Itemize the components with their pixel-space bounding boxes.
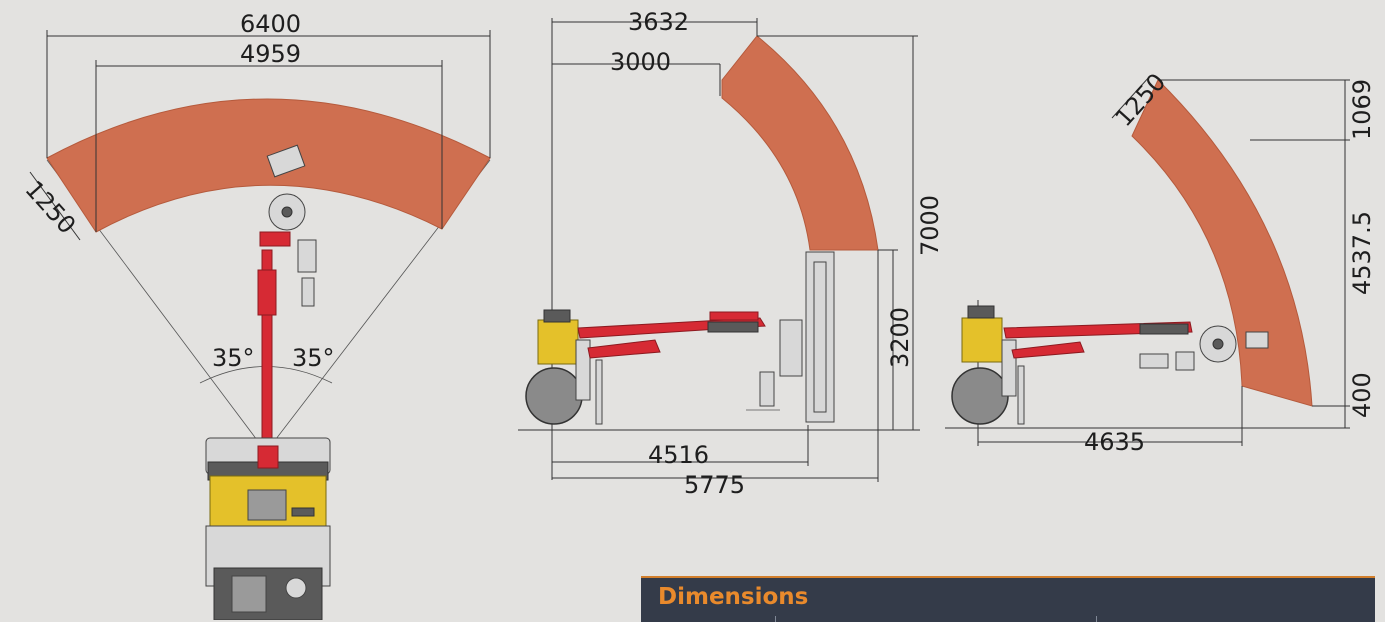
top-view-work-area xyxy=(46,98,491,233)
dim-label-7000: 7000 xyxy=(916,195,944,256)
dim-label-3200: 3200 xyxy=(886,307,914,368)
machine-body-side-view xyxy=(537,319,579,365)
angle-label-left: 35° xyxy=(212,344,255,372)
machine-body-low-view xyxy=(961,317,1003,363)
column-divider xyxy=(775,616,776,622)
column-divider xyxy=(1096,616,1097,622)
angle-label-right: 35° xyxy=(292,344,335,372)
side-view-reach: 3632 3000 7000 3200 4516 5775 xyxy=(518,8,944,499)
dim-label-4635: 4635 xyxy=(1084,428,1145,456)
gripper-head-top xyxy=(266,144,306,178)
top-view: 6400 4959 1250 35° 35° xyxy=(20,10,491,620)
side-view-low: 1250 1069 4537.5 400 4635 xyxy=(945,68,1376,456)
dimensions-title: Dimensions xyxy=(658,584,809,610)
side-view-work-area xyxy=(721,35,879,251)
dim-line-1250-right xyxy=(1111,75,1151,119)
wheel-low-view xyxy=(951,367,1009,425)
dimensions-panel-header: Dimensions xyxy=(641,576,1375,622)
dim-label-4537-5: 4537.5 xyxy=(1348,211,1376,295)
wheel-side-view xyxy=(525,367,583,425)
dim-label-5775: 5775 xyxy=(684,471,745,499)
dim-label-400: 400 xyxy=(1348,372,1376,418)
dim-label-4516: 4516 xyxy=(648,441,709,469)
dim-label-4959: 4959 xyxy=(240,40,301,68)
dim-label-3632: 3632 xyxy=(628,8,689,36)
dim-label-1069: 1069 xyxy=(1348,79,1376,140)
dim-line-1250-left xyxy=(29,171,81,241)
dim-label-3000: 3000 xyxy=(610,48,671,76)
boom-cylinder-top-view xyxy=(257,269,277,316)
fan-icon xyxy=(285,577,307,599)
low-view-work-area xyxy=(1131,79,1313,407)
dim-label-6400: 6400 xyxy=(240,10,301,38)
